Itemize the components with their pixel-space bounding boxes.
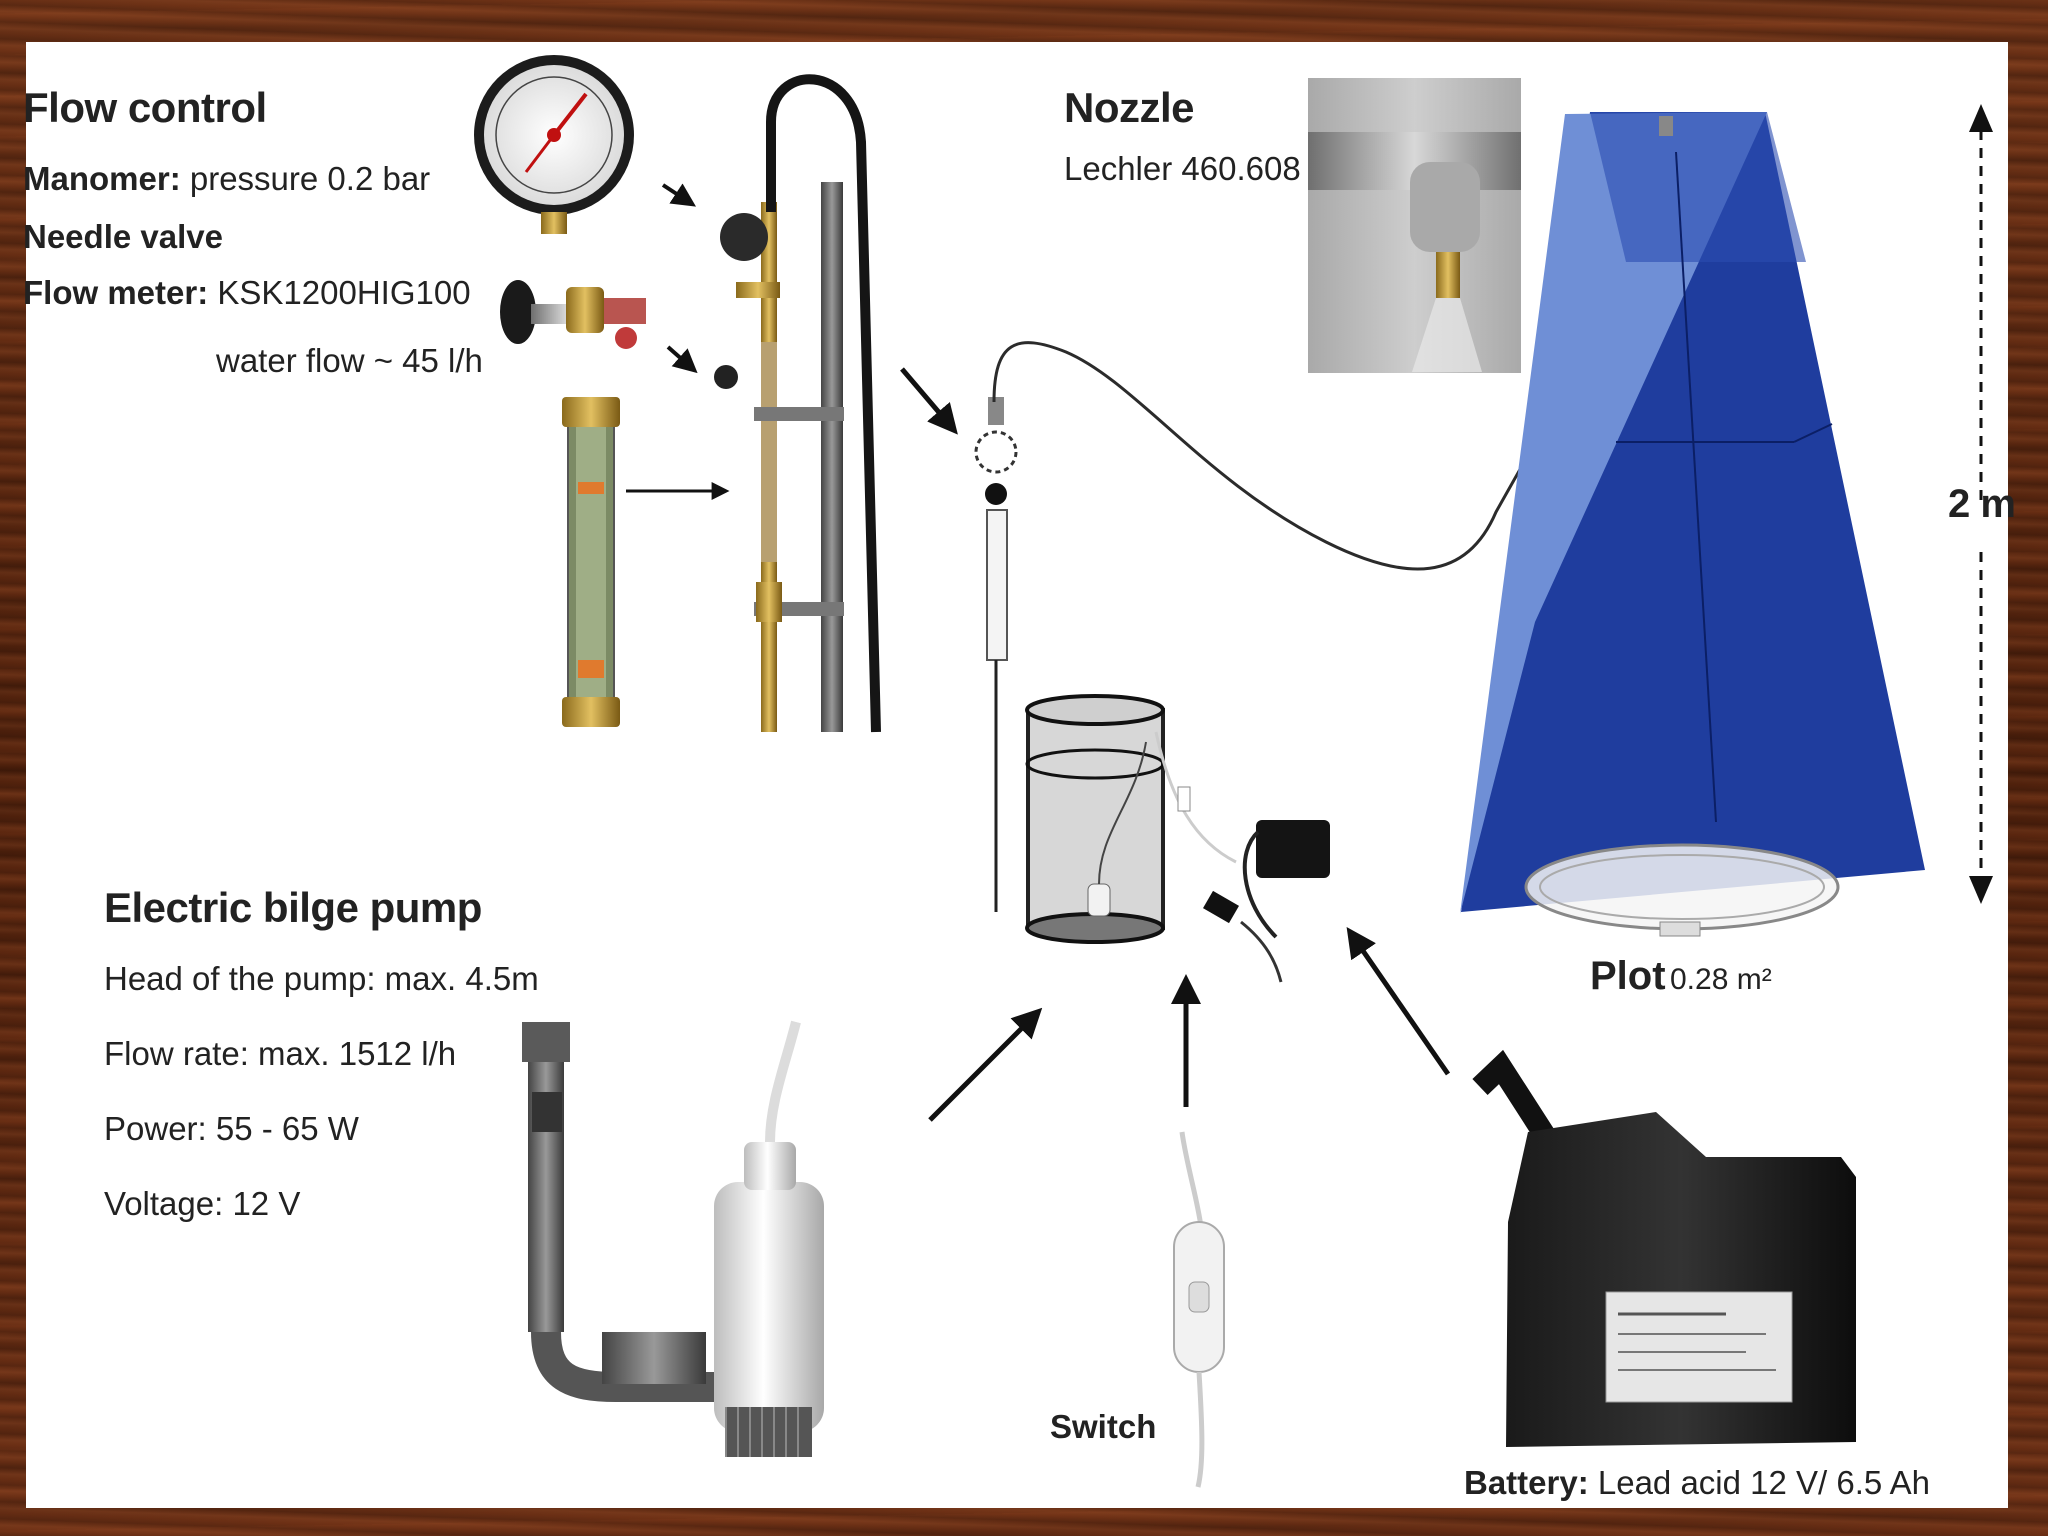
battery-value: Lead acid 12 V/ 6.5 Ah [1597, 1464, 1930, 1501]
battery-label: Battery: [1464, 1464, 1589, 1501]
diagram-artwork [474, 55, 1993, 1488]
needle-valve-label: Needle valve [23, 218, 223, 255]
flow-meter [562, 397, 620, 727]
manometer-label: Manomer: [23, 160, 181, 197]
nozzle-heading: Nozzle [1064, 84, 1195, 131]
flow-assembly [714, 74, 881, 733]
needle-valve [500, 280, 646, 349]
plot-caption: Plot 0.28 m² [1590, 954, 1772, 999]
pump-head: Head of the pump: max. 4.5m [104, 960, 539, 997]
water-flow-label: water flow ~ 45 l/h [216, 342, 483, 379]
manometer-gauge [474, 55, 634, 234]
battery-caption: Battery: Lead acid 12 V/ 6.5 Ah [1464, 1464, 1930, 1502]
switch-label: Switch [1050, 1408, 1157, 1445]
center-flow-meter [974, 397, 1018, 912]
inline-switch [1173, 1131, 1225, 1488]
manometer-line: Manomer: pressure 0.2 bar [23, 160, 430, 198]
charger-plug [1242, 820, 1330, 939]
battery-box [1472, 1049, 1856, 1447]
flow-meter-value: KSK1200HIG100 [217, 274, 471, 311]
bilge-pump [522, 1020, 824, 1457]
plot-area: 0.28 m² [1670, 963, 1772, 996]
switch-cable [1154, 731, 1283, 983]
flow-meter-line: Flow meter: KSK1200HIG100 [23, 274, 471, 312]
nozzle-photo [1308, 78, 1521, 373]
pump-power: Power: 55 - 65 W [104, 1110, 359, 1147]
manometer-value: pressure 0.2 bar [189, 160, 431, 197]
pump-voltage: Voltage: 12 V [104, 1185, 301, 1222]
pump-flow-rate: Flow rate: max. 1512 l/h [104, 1035, 457, 1072]
flow-meter-label: Flow meter: [23, 274, 209, 311]
diagram-slide: Flow control Manomer: pressure 0.2 bar N… [23, 42, 2016, 1508]
plot-label: Plot [1590, 954, 1666, 998]
nozzle-model: Lechler 460.608 [1064, 150, 1301, 187]
flow-control-heading: Flow control [23, 84, 267, 131]
water-bucket [1025, 694, 1165, 944]
height-dimension [1969, 104, 1993, 904]
rain-tent [1460, 112, 1925, 937]
height-label: 2 m [1948, 482, 2016, 526]
pump-heading: Electric bilge pump [104, 884, 482, 931]
